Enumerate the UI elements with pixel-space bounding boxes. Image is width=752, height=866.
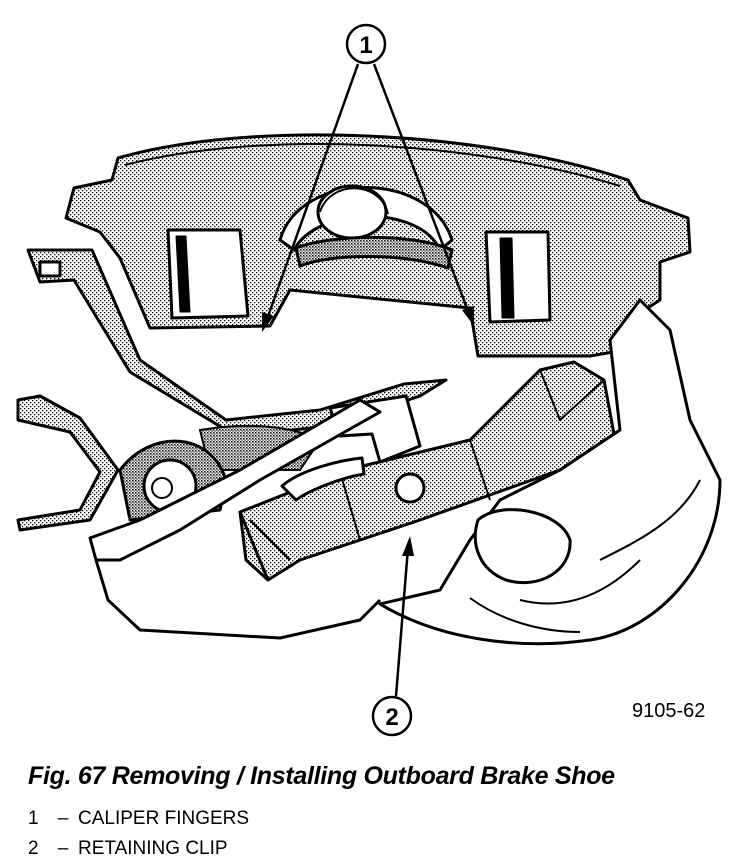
- left-hand: [16, 394, 120, 532]
- legend-item: 2 – RETAINING CLIP: [28, 834, 249, 864]
- callout-2: 2: [371, 536, 414, 737]
- callout-2-label: 2: [385, 704, 398, 731]
- callout-1: 1: [262, 23, 474, 332]
- legend-item: 1 – CALIPER FINGERS: [28, 804, 249, 834]
- leader-line-1a: [264, 63, 360, 323]
- leader-line-2: [394, 547, 410, 697]
- figure-caption: Fig. 67 Removing / Installing Outboard B…: [28, 762, 615, 790]
- legend-number: 2: [28, 838, 39, 859]
- legend-number: 1: [28, 808, 39, 829]
- hand: [378, 298, 722, 646]
- legend-label: CALIPER FINGERS: [78, 808, 250, 829]
- brake-shoe-illustration: 1 2: [16, 23, 722, 737]
- legend-dash: –: [57, 808, 69, 829]
- arrowhead-1b: [462, 306, 474, 326]
- legend-dash: –: [57, 838, 69, 859]
- removal-tool: [88, 398, 382, 640]
- legend: 1 – CALIPER FINGERS 2 – RETAINING CLIP: [28, 804, 249, 864]
- leader-line-1b: [372, 63, 472, 317]
- caliper-piston: [278, 184, 454, 270]
- callout-1-label: 1: [359, 32, 372, 59]
- figure-id-label: 9105-62: [632, 700, 706, 722]
- legend-label: RETAINING CLIP: [78, 838, 228, 859]
- arrowhead-2: [402, 536, 414, 556]
- arrowhead-1a: [262, 312, 274, 332]
- caliper-bracket: [26, 248, 448, 438]
